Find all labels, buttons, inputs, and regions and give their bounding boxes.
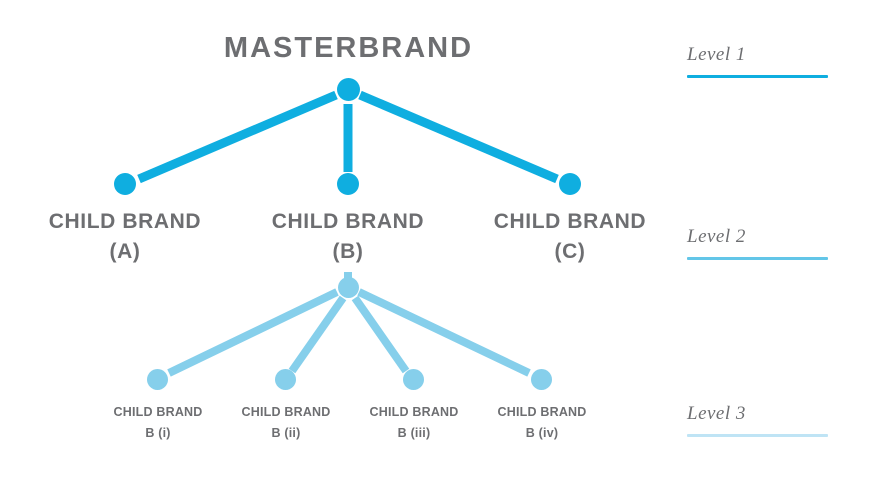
edge-hub-to-b-ii bbox=[288, 295, 347, 374]
label-child-brand-a-line1: CHILD BRAND bbox=[48, 210, 202, 233]
edge-hub-to-b-i bbox=[167, 288, 339, 377]
label-child-brand-b-line2: (B) bbox=[332, 240, 364, 263]
node-child-brand-b bbox=[337, 173, 359, 195]
edge-hub-to-b-iii bbox=[351, 295, 410, 374]
node-child-brand-b-i bbox=[147, 369, 168, 390]
legend-level-3: Level 3 bbox=[687, 403, 837, 437]
node-child-brand-b-iii bbox=[403, 369, 424, 390]
node-child-brand-b-hub bbox=[338, 277, 359, 298]
node-child-brand-a bbox=[114, 173, 136, 195]
label-child-brand-b-ii: CHILD BRAND B (ii) bbox=[206, 402, 366, 444]
legend-level-3-label: Level 3 bbox=[687, 403, 746, 424]
label-child-brand-c: CHILD BRAND (C) bbox=[440, 207, 700, 267]
node-child-brand-b-iv bbox=[531, 369, 552, 390]
label-child-brand-c-line2: (C) bbox=[554, 240, 586, 263]
legend-level-1-label: Level 1 bbox=[687, 44, 746, 65]
label-child-brand-b-i-line2: B (i) bbox=[145, 426, 171, 440]
legend-level-2-rule bbox=[687, 257, 828, 260]
label-child-brand-b-iii-line2: B (iii) bbox=[397, 426, 431, 440]
node-masterbrand bbox=[337, 78, 360, 101]
label-child-brand-b-ii-line2: B (ii) bbox=[271, 426, 301, 440]
node-child-brand-c bbox=[559, 173, 581, 195]
label-child-brand-b-i: CHILD BRAND B (i) bbox=[78, 402, 238, 444]
label-child-brand-a-line2: (A) bbox=[109, 240, 141, 263]
label-child-brand-b-iv-line1: CHILD BRAND bbox=[497, 405, 587, 419]
label-child-brand-b-iv: CHILD BRAND B (iv) bbox=[462, 402, 622, 444]
legend-level-1-rule bbox=[687, 75, 828, 78]
legend-level-2: Level 2 bbox=[687, 226, 837, 260]
label-child-brand-b-i-line1: CHILD BRAND bbox=[113, 405, 203, 419]
label-child-brand-b-iv-line2: B (iv) bbox=[525, 426, 559, 440]
node-child-brand-b-ii bbox=[275, 369, 296, 390]
masterbrand-title: MASTERBRAND bbox=[223, 32, 474, 64]
label-child-brand-a: CHILD BRAND (A) bbox=[0, 207, 255, 267]
edge-root-to-child-a bbox=[137, 90, 338, 184]
label-child-brand-b-ii-line1: CHILD BRAND bbox=[241, 405, 331, 419]
label-child-brand-b-line1: CHILD BRAND bbox=[271, 210, 425, 233]
label-child-brand-b-iii-line1: CHILD BRAND bbox=[369, 405, 459, 419]
label-child-brand-b: CHILD BRAND (B) bbox=[218, 207, 478, 267]
legend-level-1: Level 1 bbox=[687, 44, 837, 78]
edge-hub-to-b-iv bbox=[357, 288, 531, 377]
edge-root-to-child-c bbox=[358, 90, 559, 184]
label-child-brand-c-line1: CHILD BRAND bbox=[493, 210, 647, 233]
legend-level-3-rule bbox=[687, 434, 828, 437]
label-child-brand-b-iii: CHILD BRAND B (iii) bbox=[334, 402, 494, 444]
legend-level-2-label: Level 2 bbox=[687, 226, 746, 247]
